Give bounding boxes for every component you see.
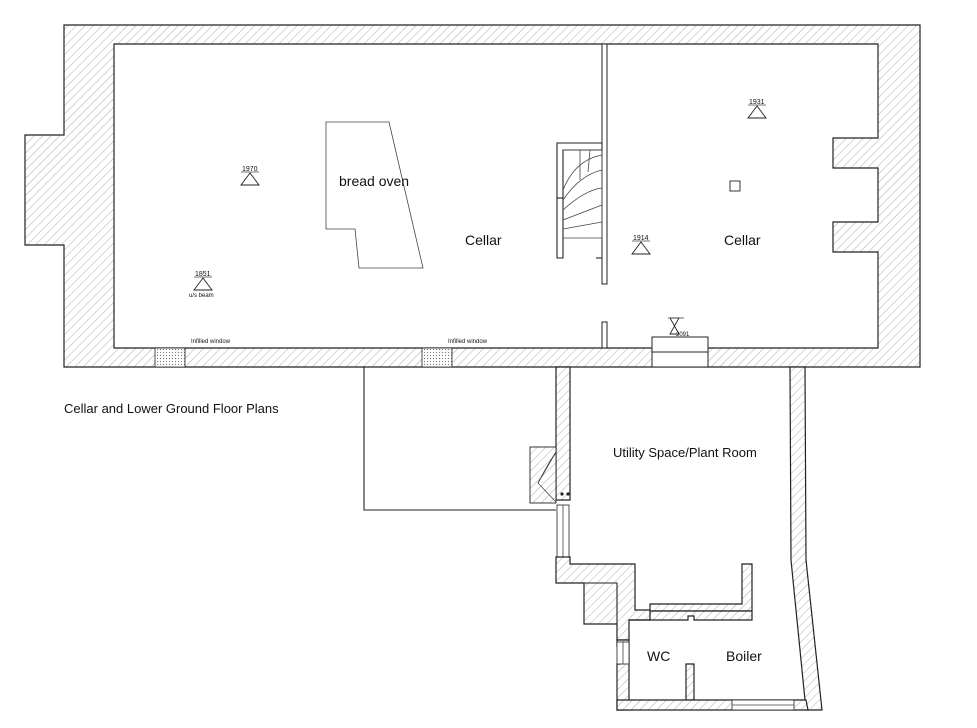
room-label-cellar-right: Cellar <box>724 232 761 248</box>
level-marker-2091-icon <box>668 317 684 335</box>
level-label-1970: 1970 <box>242 166 258 173</box>
cellar-outer-walls <box>24 24 921 368</box>
level-marker-1970-icon <box>240 172 260 186</box>
utility-lower-left-wall <box>555 556 753 641</box>
boiler-window <box>731 699 795 711</box>
note-us-beam: u/s beam <box>189 293 214 299</box>
plan-title: Cellar and Lower Ground Floor Plans <box>64 401 279 416</box>
level-marker-1931-icon <box>747 105 767 119</box>
cellar-partition-stub <box>601 321 608 349</box>
room-label-bread-oven: bread oven <box>339 173 409 189</box>
utility-side-window <box>556 504 570 558</box>
note-infilled-window-1: Infilled window <box>191 339 231 345</box>
infilled-window-right <box>421 347 453 368</box>
staircase <box>556 142 603 259</box>
column-marker <box>729 180 741 192</box>
note-infilled-window-2: Infilled window <box>448 339 488 345</box>
infilled-window-left <box>154 347 186 368</box>
room-label-cellar-left: Cellar <box>465 232 502 248</box>
level-label-1914: 1914 <box>633 235 649 242</box>
wc-boiler-divider <box>685 663 695 701</box>
wc-window <box>616 641 630 665</box>
level-marker-1914-icon <box>631 241 651 255</box>
level-label-2091: 2091 <box>676 332 690 338</box>
utility-left-wall <box>555 366 571 501</box>
cellar-partition-wall <box>601 43 608 285</box>
level-label-1931: 1931 <box>749 99 765 106</box>
level-marker-1851-icon <box>193 277 213 291</box>
level-label-1851: 1851 <box>195 271 211 278</box>
room-label-boiler: Boiler <box>726 648 762 664</box>
lower-ground-annex-outline <box>363 367 556 511</box>
utility-door <box>529 446 570 504</box>
wc-boiler-walls <box>629 610 753 621</box>
utility-right-wall <box>789 366 823 711</box>
bread-oven-outline <box>325 121 424 269</box>
room-label-wc: WC <box>647 648 670 664</box>
room-label-utility: Utility Space/Plant Room <box>613 445 757 460</box>
